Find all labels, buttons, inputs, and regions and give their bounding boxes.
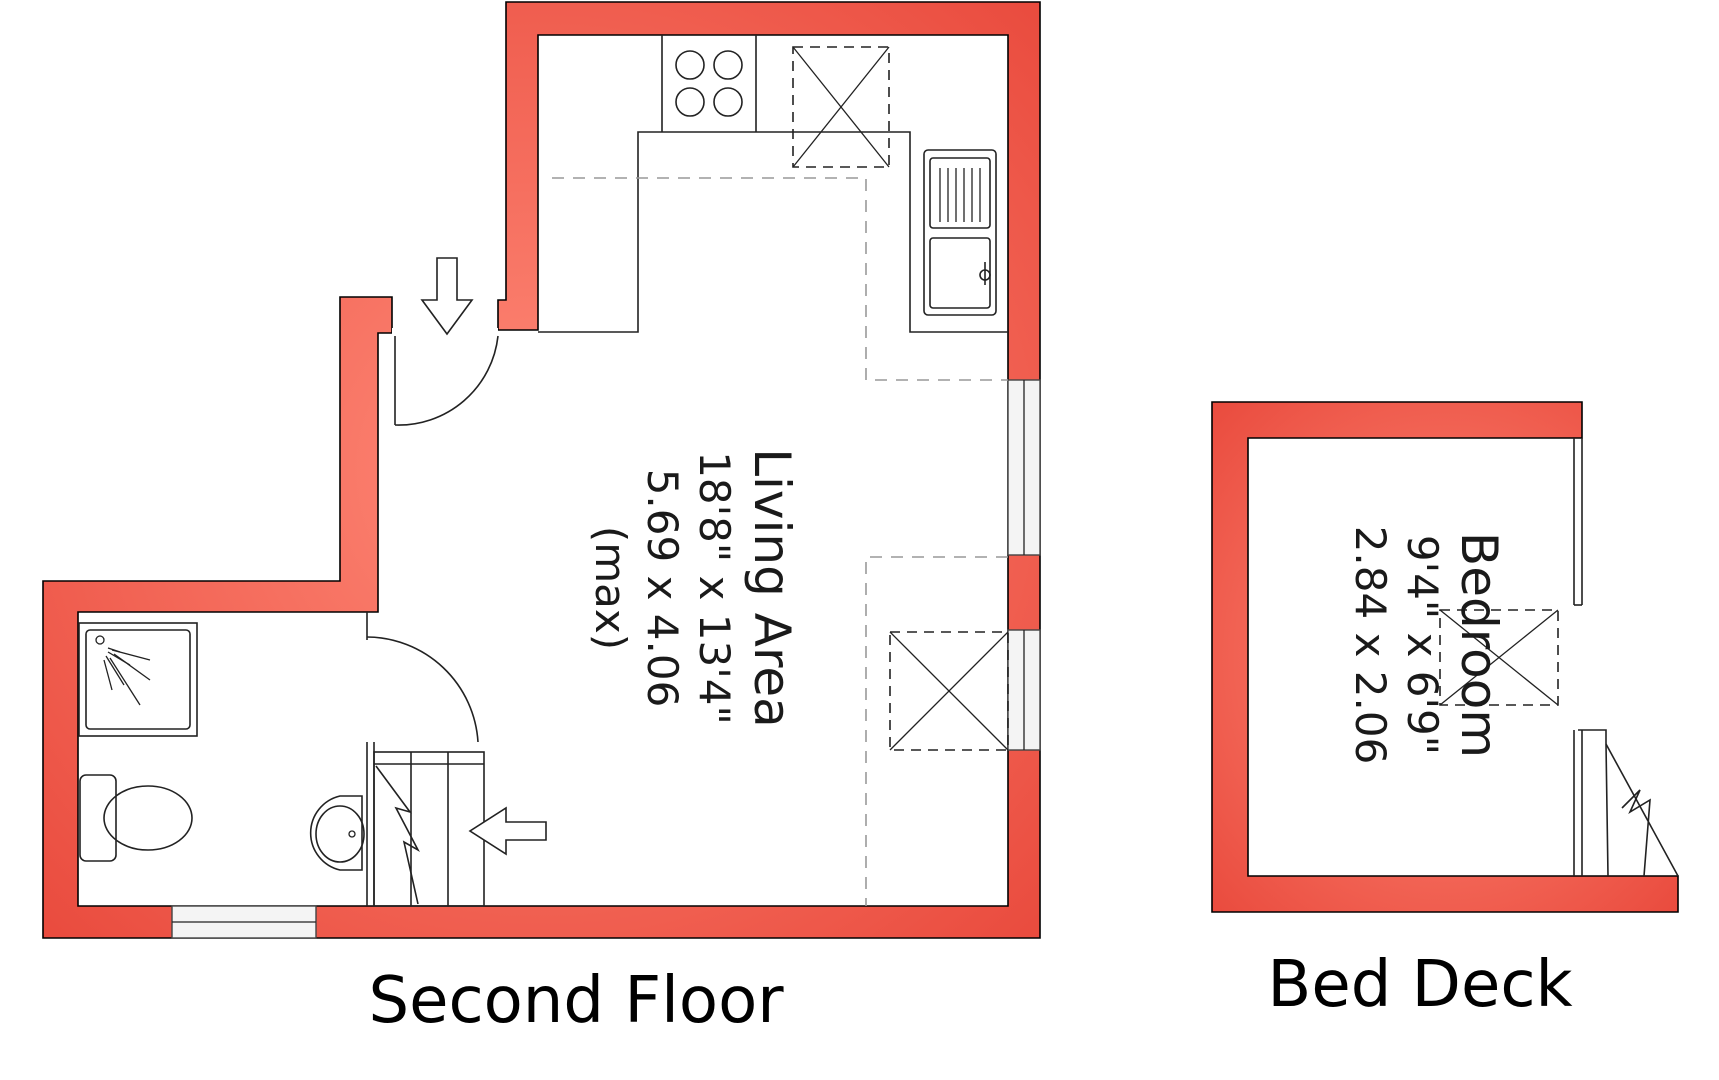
room-name: Bedroom	[1450, 532, 1508, 758]
toilet-icon	[79, 774, 193, 862]
hob-icon	[675, 50, 743, 117]
second-floor-title: Second Floor	[368, 964, 784, 1038]
bed-deck-walls	[1211, 401, 1679, 913]
living-area-label: Living Area 18'8" x 13'4" 5.69 x 4.06 (m…	[586, 448, 801, 728]
appliance-cross-icon	[792, 46, 890, 168]
bed-deck-stairs-icon	[1573, 729, 1679, 877]
room-note: (max)	[586, 526, 635, 650]
room-name: Living Area	[743, 448, 801, 728]
kitchen-counter-top	[538, 131, 1008, 333]
entrance-door	[394, 335, 499, 426]
skylight-cross-icon-bed	[1439, 609, 1559, 706]
entrance-arrow-icon	[420, 257, 474, 336]
wall-cabinets-outline	[552, 177, 1008, 381]
second-floor-plan: Living Area 18'8" x 13'4" 5.69 x 4.06 (m…	[42, 1, 1041, 1038]
sink-icon	[923, 149, 997, 316]
dashed-storage-outline	[865, 556, 1008, 906]
stairs-arrow-icon	[468, 806, 547, 856]
bathroom-partition	[366, 612, 375, 906]
room-dim-metric: 2.84 x 2.06	[1346, 526, 1395, 765]
skylight-cross-icon	[889, 631, 1009, 751]
basin-icon	[309, 795, 365, 871]
bedroom-label: Bedroom 9'4" x 6'9" 2.84 x 2.06	[1346, 526, 1508, 765]
room-dim-imperial: 18'8" x 13'4"	[690, 451, 739, 725]
bed-deck-plan: Bedroom 9'4" x 6'9" 2.84 x 2.06 Bed Deck	[1211, 401, 1679, 1022]
second-floor-walls	[42, 1, 1041, 939]
bathroom-door	[366, 635, 479, 743]
shower-icon	[78, 622, 198, 737]
bed-deck-title: Bed Deck	[1267, 948, 1572, 1022]
staircase-icon	[373, 751, 485, 907]
room-dim-metric: 5.69 x 4.06	[638, 469, 687, 708]
room-dim-imperial: 9'4" x 6'9"	[1398, 535, 1447, 755]
